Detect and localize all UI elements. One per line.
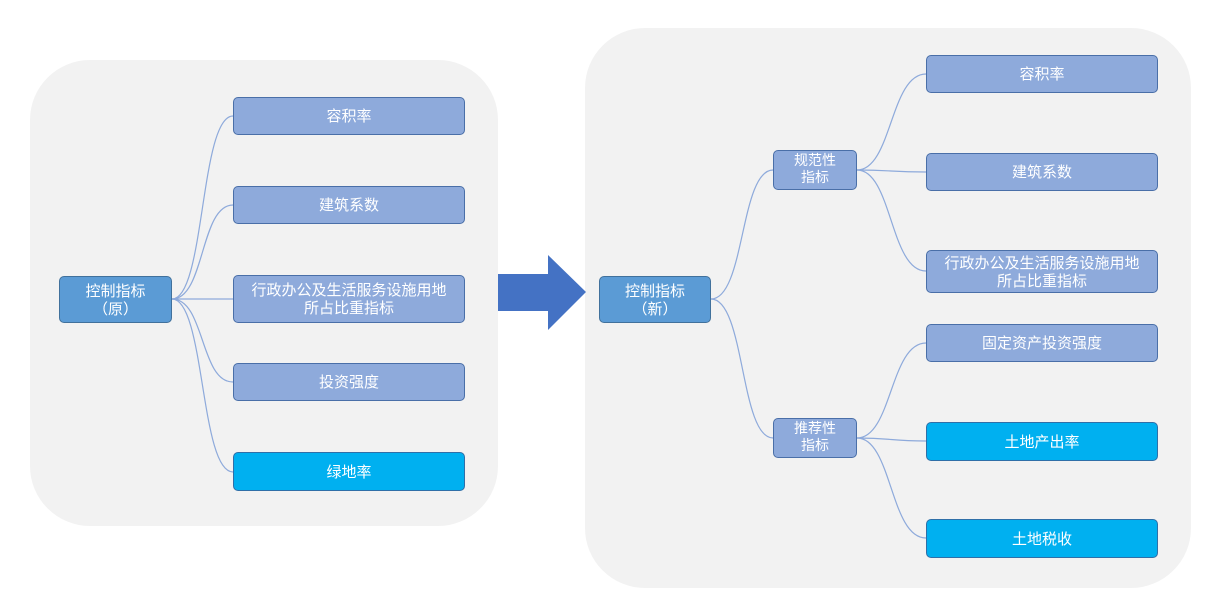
connector-line <box>856 342 927 439</box>
original-root-node: 控制指标 （原） <box>59 276 172 323</box>
transition-arrow-icon <box>498 255 586 330</box>
connector-line <box>171 204 234 300</box>
new-root-node: 控制指标 （新） <box>599 276 711 323</box>
connector-line <box>856 437 927 539</box>
original-item-green-ratio: 绿地率 <box>233 452 465 491</box>
new-item-admin-land-ratio: 行政办公及生活服务设施用地 所占比重指标 <box>926 250 1158 293</box>
new-item-building-coefficient: 建筑系数 <box>926 153 1158 191</box>
normative-indicator-node: 规范性 指标 <box>773 150 857 190</box>
new-item-floor-area-ratio: 容积率 <box>926 55 1158 93</box>
recommended-indicator-node: 推荐性 指标 <box>773 418 857 458</box>
connector-line <box>171 298 234 473</box>
original-item-building-coefficient: 建筑系数 <box>233 186 465 224</box>
new-item-fixed-asset-investment: 固定资产投资强度 <box>926 324 1158 362</box>
new-item-land-output-rate: 土地产出率 <box>926 422 1158 461</box>
connector-line <box>856 73 927 171</box>
connector-line <box>171 115 234 300</box>
original-item-admin-land-ratio: 行政办公及生活服务设施用地 所占比重指标 <box>233 275 465 323</box>
original-item-investment-intensity: 投资强度 <box>233 363 465 401</box>
new-item-land-tax: 土地税收 <box>926 519 1158 558</box>
connector-line <box>710 298 774 439</box>
connector-line <box>856 169 927 173</box>
original-item-floor-area-ratio: 容积率 <box>233 97 465 135</box>
connector-line <box>856 169 927 272</box>
connector-line <box>171 298 234 383</box>
connector-line <box>856 437 927 442</box>
connector-line <box>710 169 774 300</box>
